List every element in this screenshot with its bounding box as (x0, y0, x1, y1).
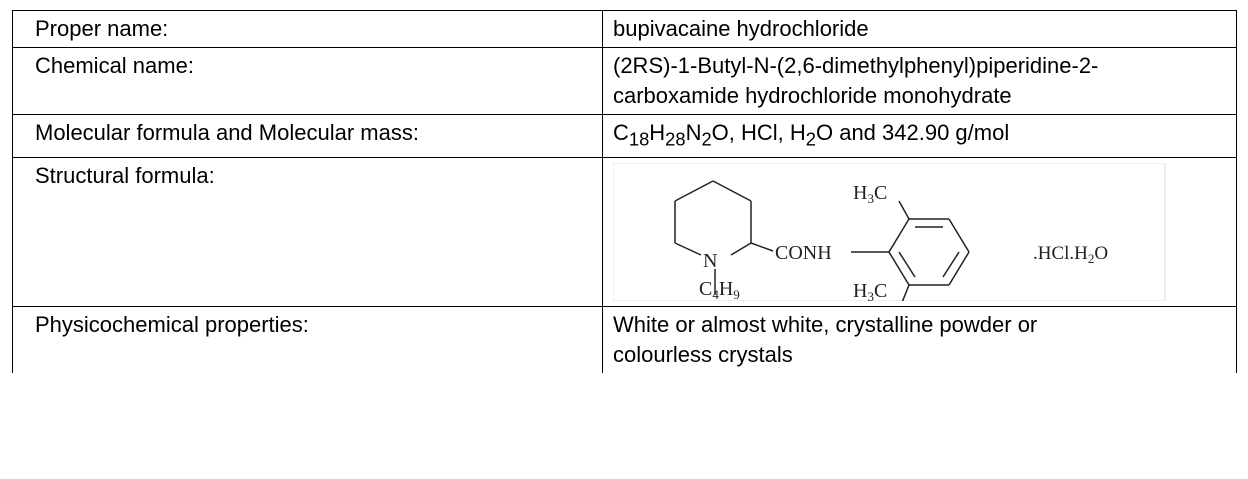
methyl-top: H3C (853, 182, 887, 206)
formula-h2o-sub: 2 (805, 128, 816, 150)
structural-formula-diagram: N CONH C4H9 H3C H3C .HCl.H2O (613, 163, 1173, 302)
molecular-value: C18H28N2O, HCl, H2O and 342.90 g/mol (602, 113, 1237, 159)
proper-name-label: Proper name: (12, 10, 603, 48)
formula-n-sub: 2 (701, 128, 712, 150)
row-structural: Structural formula: (12, 157, 1237, 308)
molecular-label: Molecular formula and Molecular mass: (12, 113, 603, 159)
row-molecular: Molecular formula and Molecular mass: C1… (12, 113, 1237, 159)
formula-tail: O and 342.90 g/mol (815, 120, 1010, 145)
group-conh: CONH (775, 242, 832, 264)
proper-name-value: bupivacaine hydrochloride (602, 10, 1237, 48)
atom-n: N (703, 250, 717, 272)
physicochemical-line-2: colourless crystals (613, 342, 793, 368)
row-proper-name: Proper name: bupivacaine hydrochloride (12, 10, 1237, 48)
formula-h: H (649, 120, 666, 145)
chemical-name-line-2: carboxamide hydrochloride monohydrate (613, 83, 1012, 108)
physicochemical-label: Physicochemical properties: (12, 306, 603, 374)
structure-svg: N CONH C4H9 H3C H3C .HCl.H2O (613, 163, 1166, 302)
physicochemical-value: White or almost white, crystalline powde… (602, 306, 1237, 374)
structural-label: Structural formula: (12, 157, 603, 308)
structural-value: N CONH C4H9 H3C H3C .HCl.H2O (602, 157, 1237, 308)
salt-hydrate: .HCl.H2O (1033, 243, 1108, 266)
chemical-name-label: Chemical name: (12, 47, 603, 115)
row-physicochemical: Physicochemical properties: White or alm… (12, 306, 1237, 374)
physicochemical-line-1: White or almost white, crystalline powde… (613, 312, 1038, 338)
chemical-name-value: (2RS)-1-Butyl-N-(2,6-dimethylphenyl)pipe… (602, 47, 1237, 115)
formula-c-sub: 18 (628, 128, 650, 150)
methyl-bottom: H3C (853, 280, 887, 301)
chemical-name-line-1: (2RS)-1-Butyl-N-(2,6-dimethylphenyl)pipe… (613, 53, 1099, 78)
drug-properties-table: Proper name: bupivacaine hydrochloride C… (12, 10, 1237, 374)
formula-h-sub: 28 (665, 128, 686, 150)
formula-c: C (613, 120, 629, 145)
row-chemical-name: Chemical name: (2RS)-1-Butyl-N-(2,6-dime… (12, 47, 1237, 115)
group-c4h9: C4H9 (699, 278, 740, 301)
formula-n: N (685, 120, 702, 145)
formula-o-part: O, HCl, H (711, 120, 806, 145)
